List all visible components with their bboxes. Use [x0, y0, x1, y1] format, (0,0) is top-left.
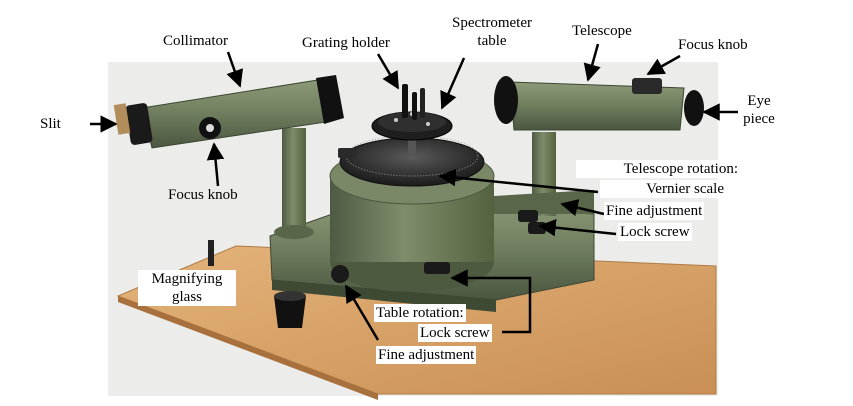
grating-holder-post-1 — [402, 84, 408, 118]
slit — [113, 103, 131, 135]
table-clamp-knob — [338, 148, 356, 158]
label-collimator: Collimator — [163, 33, 228, 49]
arrow-fine-adjustment-telescope — [560, 199, 605, 217]
telescope-focus-knob — [632, 78, 662, 94]
annotation-arrows — [90, 43, 738, 341]
label-eyepiece: Eye piece — [730, 92, 788, 128]
arrow-focus-knob-telescope — [646, 54, 681, 76]
arrow-focus-knob-collimator — [206, 142, 225, 187]
grating-holder-post-2 — [412, 92, 417, 120]
label-telescope: Telescope — [572, 23, 632, 39]
label-spectrometer-table-line2: table — [477, 33, 507, 49]
label-magnifying-glass-line1: Magnifying — [151, 271, 223, 287]
spectrometer-table-top — [378, 112, 446, 132]
arrow-collimator — [226, 51, 244, 88]
label-grating-holder: Grating holder — [302, 35, 390, 51]
board-lever — [208, 240, 214, 266]
label-spectrometer-table-line1: Spectrometer — [452, 15, 532, 31]
board-edge — [118, 296, 378, 400]
table-lock-screw — [424, 262, 450, 274]
collimator-pillar-foot — [274, 225, 314, 239]
label-magnifying-glass-line2: glass — [172, 289, 202, 305]
label-fine-adjustment-telescope: Fine adjustment — [604, 202, 705, 220]
eyepiece — [684, 90, 704, 126]
arrow-grating-holder — [376, 53, 400, 90]
table-screw-2 — [426, 122, 430, 126]
label-focus-knob-telescope: Focus knob — [678, 37, 748, 53]
label-slit: Slit — [40, 116, 61, 132]
label-eyepiece-line2: piece — [743, 111, 775, 127]
label-eyepiece-line1: Eye — [747, 93, 771, 109]
telescope-fine-adjustment-knob — [518, 210, 538, 222]
label-lock-screw-telescope: Lock screw — [618, 223, 692, 241]
grating-holder-post-3 — [420, 88, 425, 118]
collimator-lens-ring — [316, 75, 344, 124]
label-telescope-rotation: Telescope rotation: — [576, 160, 740, 178]
label-vernier-scale: Vernier scale — [600, 180, 726, 198]
arrow-telescope — [583, 43, 601, 82]
arrow-lock-screw-table — [450, 269, 532, 334]
arrow-lock-screw-telescope — [538, 218, 617, 237]
label-lock-screw-table: Lock screw — [418, 324, 492, 342]
table-fine-adjustment-knob — [331, 265, 349, 283]
collimator-focus-knob-center — [206, 124, 214, 132]
label-focus-knob-collimator: Focus knob — [168, 187, 238, 203]
label-spectrometer-table: Spectrometer table — [440, 14, 544, 50]
magnifying-glass — [274, 296, 306, 328]
collimator-pillar — [282, 128, 306, 232]
table-post — [408, 128, 416, 156]
label-table-rotation: Table rotation: — [374, 304, 466, 322]
arrow-vernier-scale — [438, 168, 599, 194]
telescope-objective — [494, 76, 518, 124]
telescope-lock-screw — [528, 222, 546, 234]
table-screw-1 — [394, 118, 398, 122]
magnifying-glass-rim — [274, 291, 306, 301]
label-magnifying-glass: Magnifying glass — [138, 270, 236, 306]
arrow-spectrometer-table — [440, 57, 466, 110]
label-fine-adjustment-table: Fine adjustment — [376, 346, 477, 364]
arrow-fine-adjustment-table — [344, 284, 380, 341]
collimator-slit-holder — [125, 103, 153, 145]
